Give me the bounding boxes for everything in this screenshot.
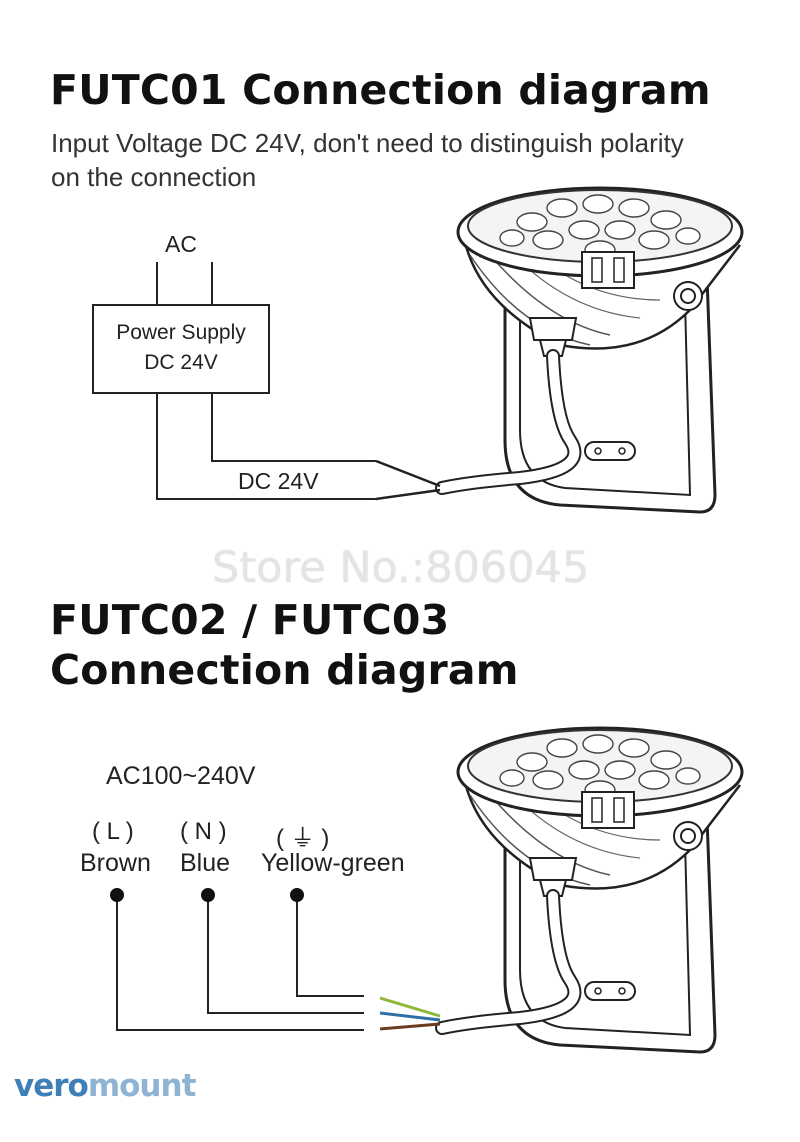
wire-blue-label: Blue xyxy=(180,849,231,877)
psu-label-line2: DC 24V xyxy=(144,351,218,374)
section1-subtitle-line1: Input Voltage DC 24V, don't need to dist… xyxy=(51,128,684,158)
dc-24v-label: DC 24V xyxy=(238,468,319,494)
section1-subtitle-line2: on the connection xyxy=(51,162,257,192)
wire-earth-symbol: ( ⏚ ) xyxy=(276,825,330,852)
store-watermark: Store No.:806045 xyxy=(212,543,590,593)
power-supply-box: Power Supply DC 24V xyxy=(92,304,270,394)
wire-brown-label: Brown xyxy=(80,849,151,877)
ac-voltage-label: AC100~240V xyxy=(106,762,256,790)
section2-title-line1: FUTC02 / FUTC03 xyxy=(50,596,450,644)
psu-label-line1: Power Supply xyxy=(116,321,246,344)
wire-yellow-green-label: Yellow-green xyxy=(261,849,405,877)
ac-label: AC xyxy=(165,231,197,257)
section2-title-line2: Connection diagram xyxy=(50,646,519,694)
veromount-logo: veromount xyxy=(14,1068,196,1104)
wire-l-symbol: ( L ) xyxy=(92,818,134,845)
section1-title: FUTC01 Connection diagram xyxy=(50,66,711,114)
wire-n-symbol: ( N ) xyxy=(180,818,227,845)
